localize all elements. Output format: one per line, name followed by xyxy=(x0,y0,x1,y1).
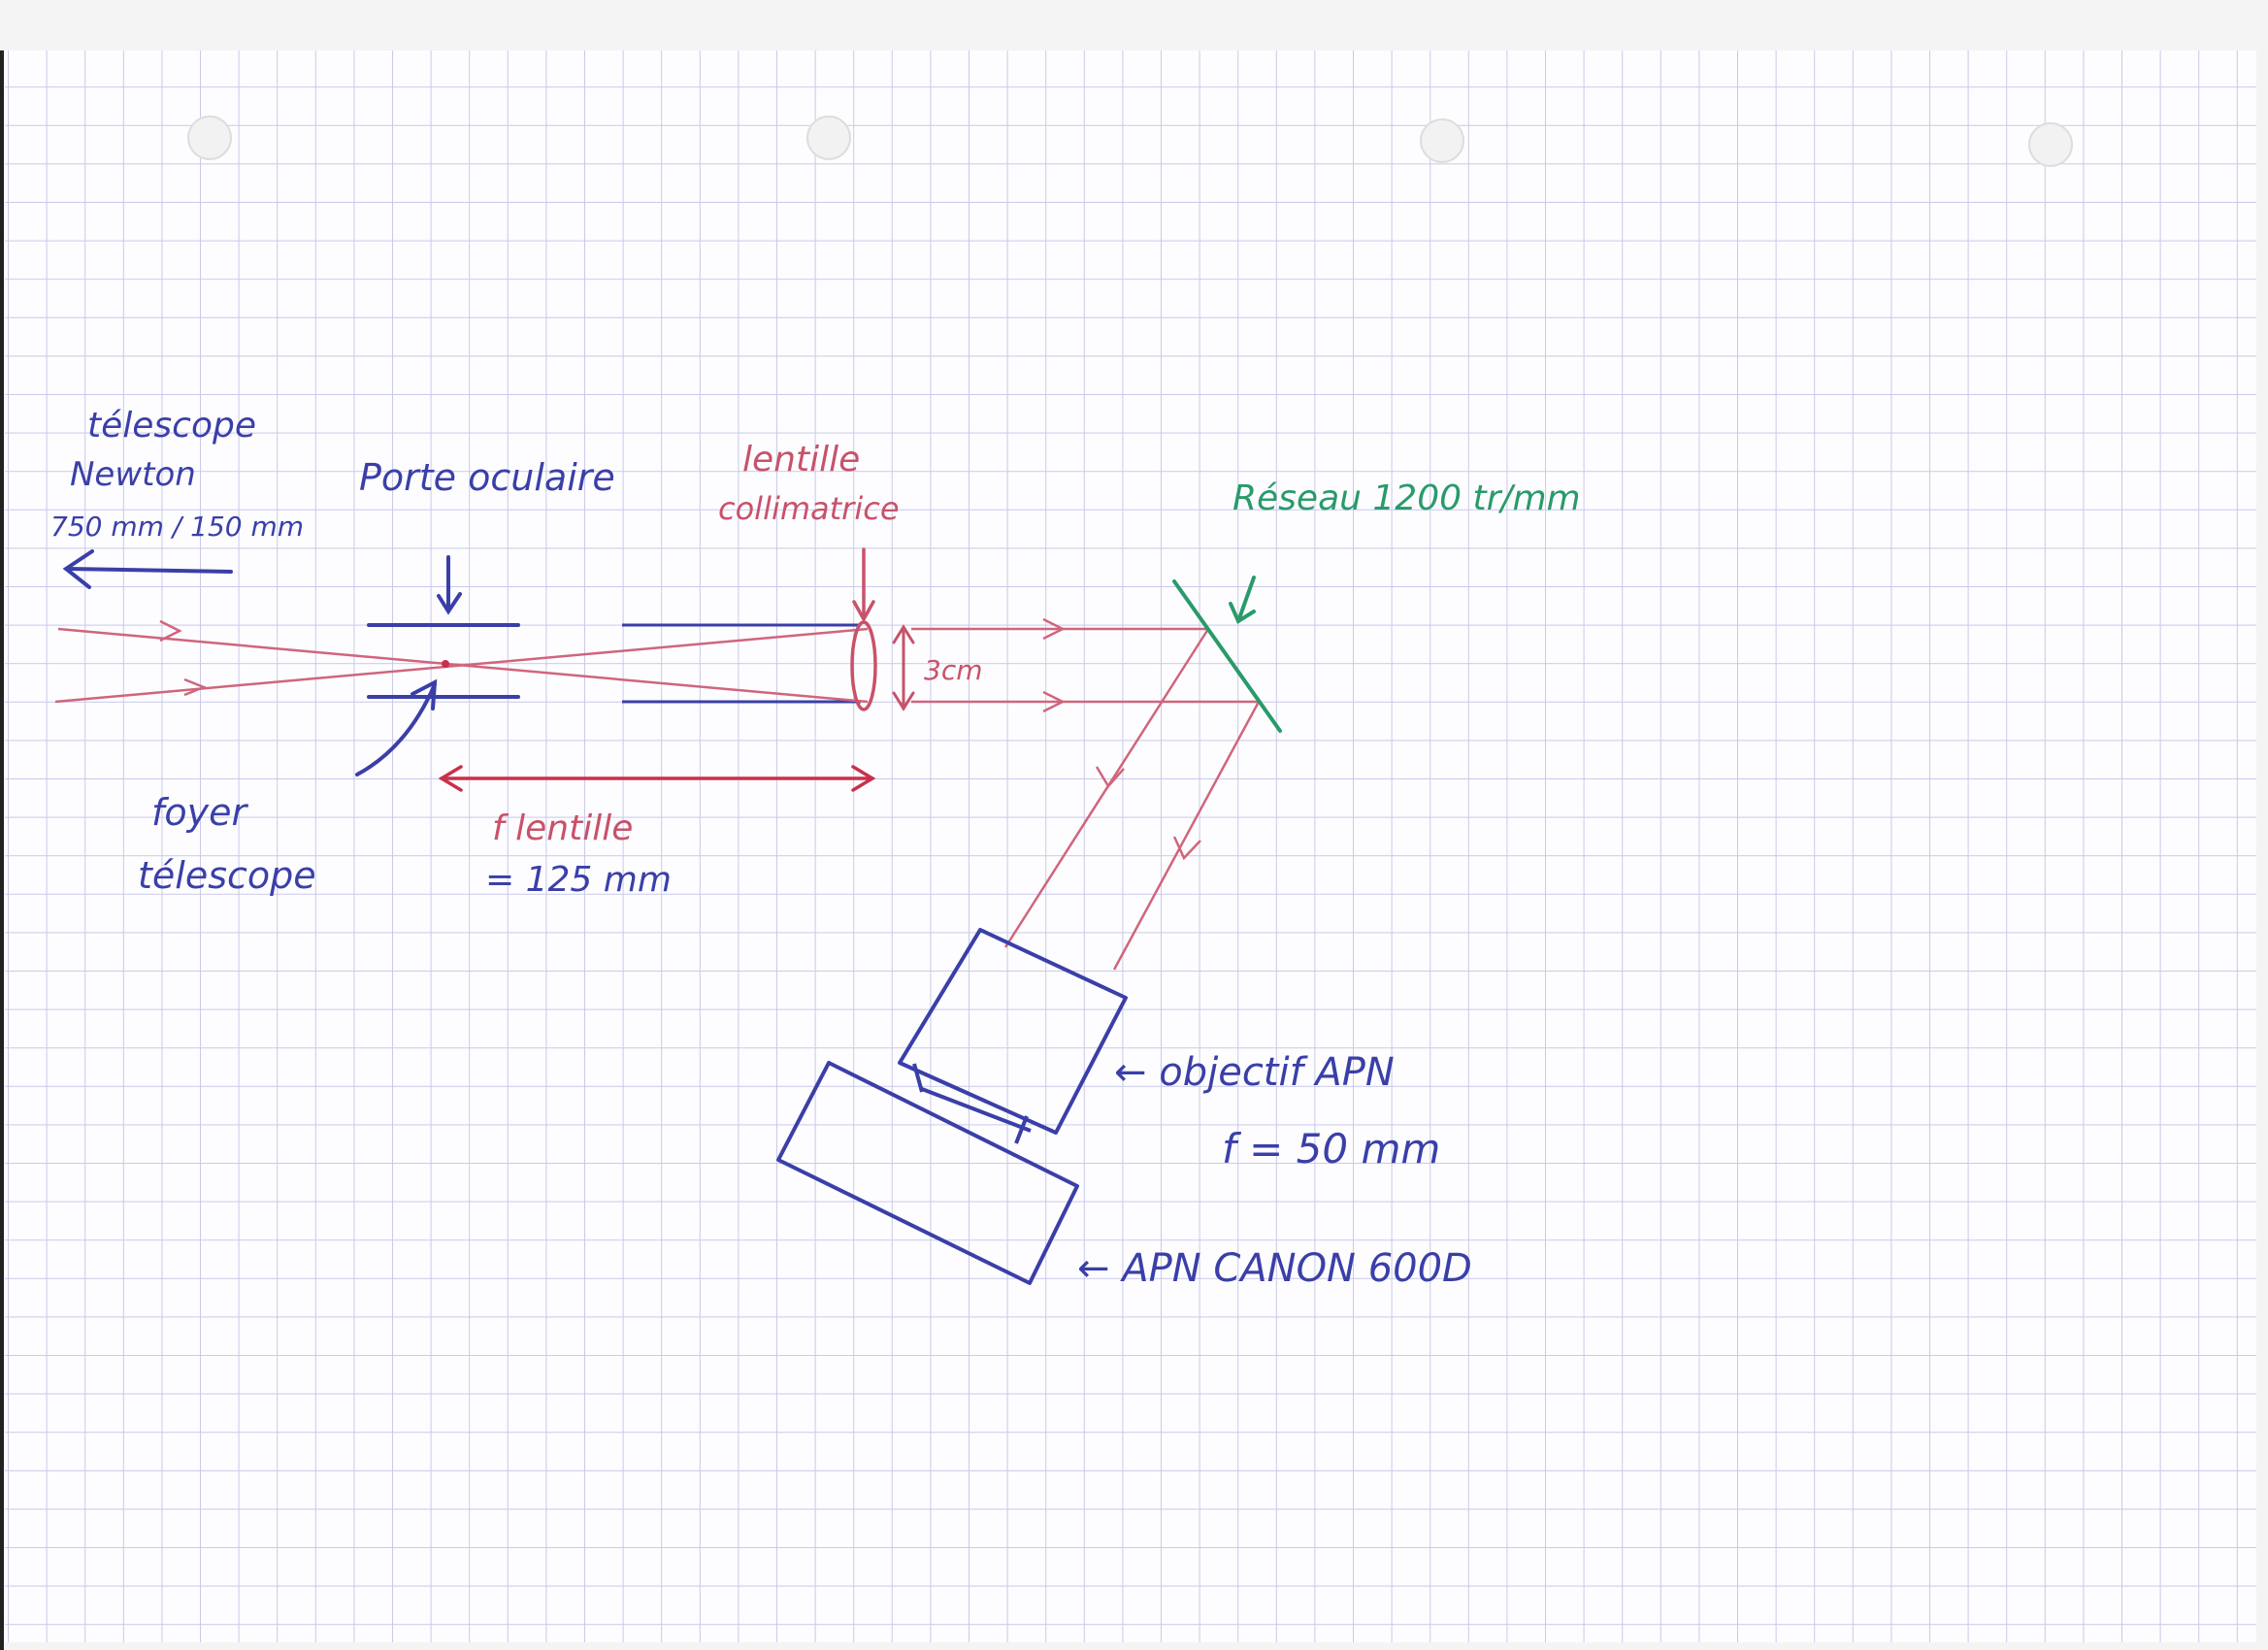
lens-label: lentille xyxy=(742,440,860,479)
lens-type-label: collimatrice xyxy=(718,490,900,527)
telescope-label: télescope xyxy=(87,406,256,446)
camera-lens-objective xyxy=(898,928,1128,1135)
beam-guide-lines xyxy=(622,623,861,704)
lens-focal-label: f lentille xyxy=(492,808,633,848)
telescope-direction-arrow xyxy=(62,549,233,589)
lens-focal-value: = 125 mm xyxy=(485,860,672,900)
binder-hole xyxy=(2028,122,2073,167)
diffraction-grating xyxy=(1172,576,1282,733)
collimating-lens xyxy=(850,547,877,711)
focus-label: foyer xyxy=(151,791,248,834)
telescope-spec-label: 750 mm / 150 mm xyxy=(50,511,304,543)
binder-hole xyxy=(806,116,851,160)
focus-pointer-arrow xyxy=(355,678,438,776)
beam-width-label: 3cm xyxy=(924,654,982,686)
binder-hole xyxy=(187,116,232,160)
focal-length-arrow xyxy=(438,765,876,792)
camera xyxy=(776,928,1128,1285)
grating-label: Réseau 1200 tr/mm xyxy=(1233,478,1581,518)
camera-body xyxy=(776,1061,1079,1285)
camera-body-label: ← APN CANON 600D xyxy=(1077,1246,1472,1291)
eyepiece-holder-label: Porte oculaire xyxy=(359,456,615,499)
eyepiece-holder xyxy=(367,555,520,699)
paper-grid xyxy=(5,50,2256,1642)
camera-lens-label: ← objectif APN xyxy=(1114,1050,1395,1095)
focus-telescope-label: télescope xyxy=(138,854,316,897)
beam-width-arrow xyxy=(892,624,915,711)
scan-edge xyxy=(0,50,4,1650)
camera-lens-focal-label: f = 50 mm xyxy=(1222,1125,1440,1172)
light-rays xyxy=(54,617,1261,971)
telescope-type-label: Newton xyxy=(70,455,196,494)
binder-hole xyxy=(1420,118,1464,163)
telescope-focus-point xyxy=(442,660,449,668)
